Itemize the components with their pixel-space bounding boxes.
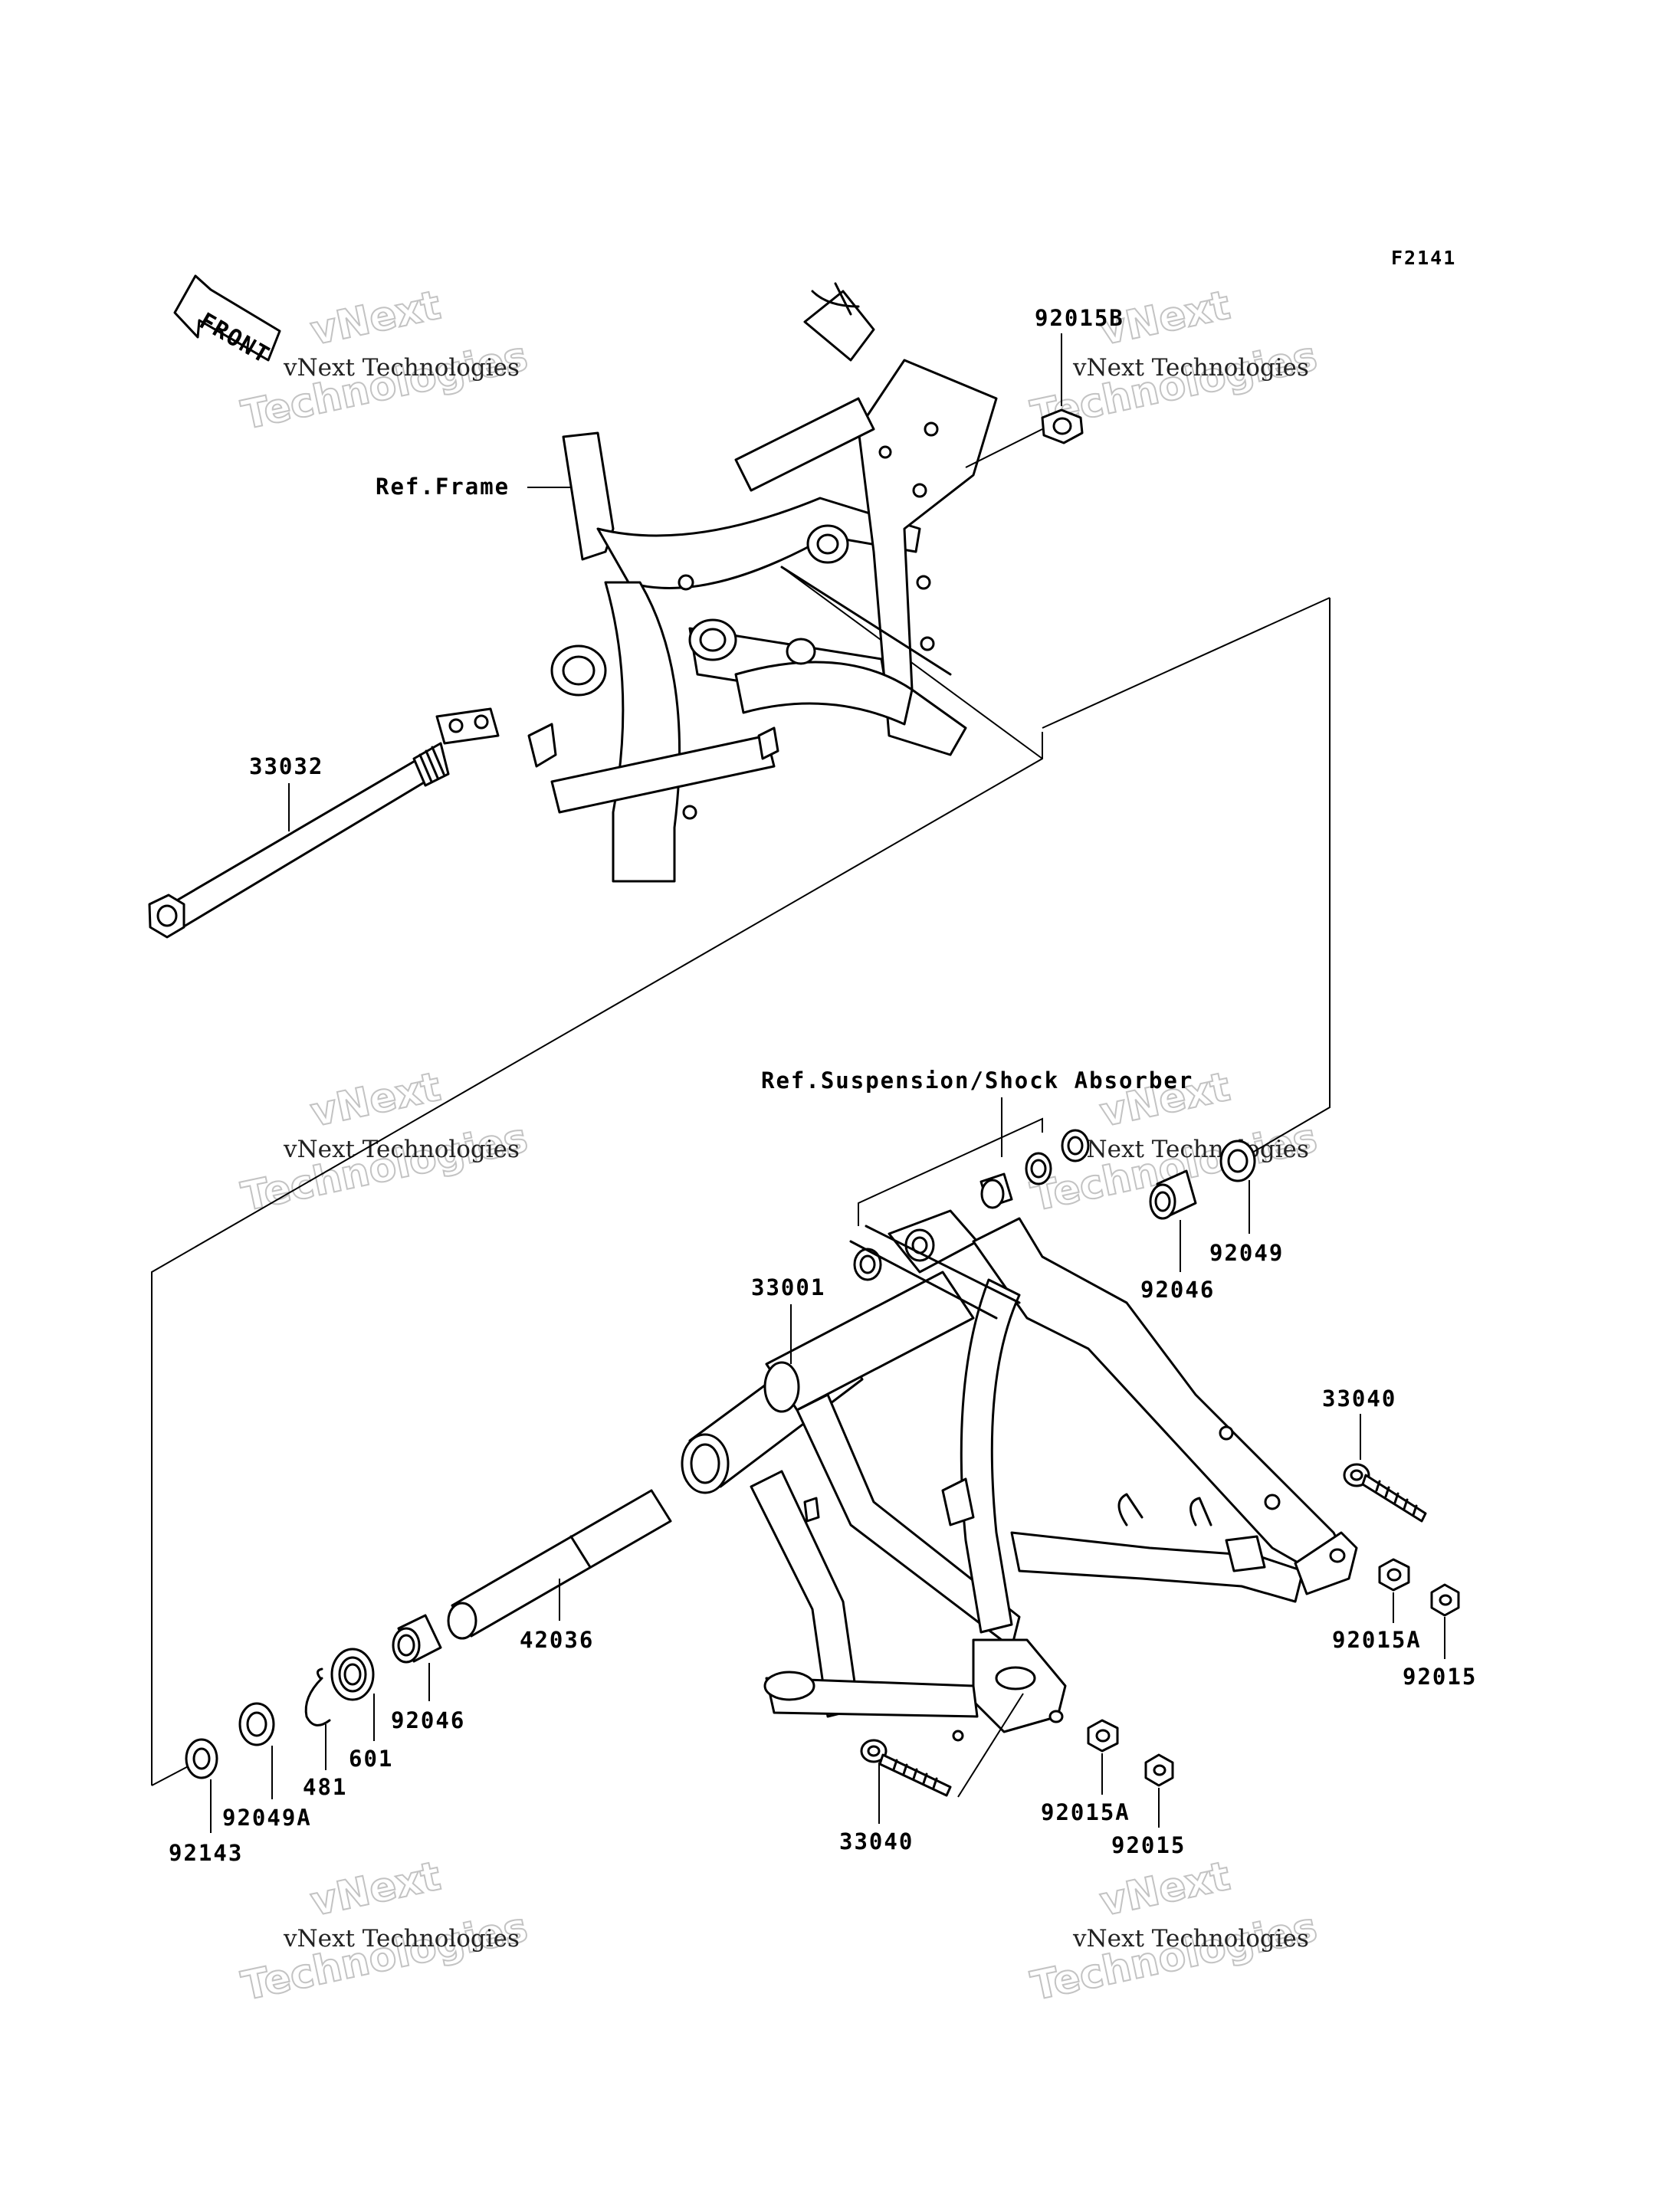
assembly-outline-left — [1042, 597, 1331, 729]
svg-text:vNext Technologies: vNext Technologies — [1072, 354, 1309, 382]
ref-suspension-bracket — [858, 1117, 1043, 1226]
nut-92015B[interactable] — [1041, 408, 1084, 444]
svg-text:vNext: vNext — [1096, 1853, 1234, 1925]
part-label-33032: 33032 — [249, 753, 323, 779]
pivot-shaft-33032[interactable] — [148, 742, 450, 939]
outline-diag — [781, 566, 1043, 759]
svg-text:vNext Technologies: vNext Technologies — [283, 354, 520, 382]
svg-text:Technologies: Technologies — [238, 333, 531, 439]
part-label-92015A-right: 92015A — [1332, 1627, 1422, 1653]
nut-92015-bottom[interactable] — [1144, 1753, 1174, 1787]
part-label-92015A-bottom: 92015A — [1041, 1799, 1130, 1825]
leader-33040-bottom-b — [957, 1693, 1024, 1798]
shock-bushing-set[interactable] — [853, 1129, 1090, 1281]
front-arrow-icon: FRONT — [173, 274, 281, 369]
watermark-top-left: vNext Technologies vNext Technologies — [237, 281, 532, 439]
part-label-92049: 92049 — [1209, 1240, 1284, 1266]
adjuster-33040-bottom[interactable] — [860, 1739, 952, 1797]
part-label-481: 481 — [303, 1774, 347, 1800]
svg-text:vNext: vNext — [307, 1064, 445, 1136]
bearing-601[interactable] — [330, 1648, 375, 1701]
part-label-92049A: 92049A — [222, 1805, 312, 1831]
ref-suspension-label: Ref.Suspension/Shock Absorber — [761, 1067, 1193, 1094]
part-label-92015-right: 92015 — [1403, 1664, 1477, 1690]
svg-text:vNext: vNext — [307, 282, 445, 354]
seal-92049[interactable] — [1219, 1139, 1256, 1182]
svg-text:Technologies: Technologies — [238, 1904, 531, 2010]
diagram-code: F2141 — [1391, 247, 1456, 269]
part-label-92046-lower: 92046 — [391, 1707, 465, 1733]
watermark-bottom-left: vNext Technologies vNext Technologies — [237, 1852, 532, 2010]
collar-92143[interactable] — [185, 1738, 218, 1779]
assembly-outline — [1233, 598, 1331, 1164]
svg-text:vNext Technologies: vNext Technologies — [283, 1925, 520, 1953]
bearing-92046-lower[interactable] — [392, 1614, 442, 1664]
part-label-601: 601 — [349, 1746, 393, 1772]
svg-text:Technologies: Technologies — [1027, 1904, 1321, 2010]
ref-frame-label: Ref.Frame — [376, 474, 510, 500]
svg-text:Technologies: Technologies — [238, 1115, 531, 1221]
nut-92015A-right[interactable] — [1378, 1558, 1410, 1592]
part-label-92143: 92143 — [169, 1840, 243, 1866]
nut-92015A-bottom[interactable] — [1087, 1719, 1119, 1753]
adjuster-33040-right[interactable] — [1343, 1463, 1427, 1523]
part-label-33001: 33001 — [751, 1274, 825, 1300]
circlip-481[interactable] — [304, 1667, 331, 1726]
part-label-92046-upper: 92046 — [1140, 1277, 1215, 1303]
svg-text:vNext Technologies: vNext Technologies — [283, 1136, 520, 1163]
part-label-42036: 42036 — [520, 1627, 594, 1653]
svg-text:vNext Technologies: vNext Technologies — [1072, 1136, 1309, 1163]
frame-reference — [435, 282, 998, 883]
swingarm-33001[interactable] — [681, 1209, 1358, 1742]
svg-text:vNext: vNext — [307, 1853, 445, 1925]
watermark-bottom-right: vNext Technologies vNext Technologies — [1026, 1852, 1321, 2010]
part-label-33040-right: 33040 — [1322, 1385, 1396, 1412]
leader-92015B-to-frame — [965, 428, 1043, 468]
assembly-outline-lower — [151, 732, 1043, 1785]
nut-92015-right[interactable] — [1430, 1583, 1460, 1617]
svg-text:vNext Technologies: vNext Technologies — [1072, 1925, 1309, 1953]
sleeve-42036[interactable] — [447, 1489, 672, 1640]
part-label-92015-bottom: 92015 — [1111, 1832, 1186, 1858]
part-label-33040-bottom: 33040 — [839, 1828, 914, 1854]
part-label-92015B: 92015B — [1035, 305, 1124, 331]
seal-92049A[interactable] — [238, 1702, 275, 1746]
bearing-92046-upper[interactable] — [1149, 1169, 1197, 1220]
